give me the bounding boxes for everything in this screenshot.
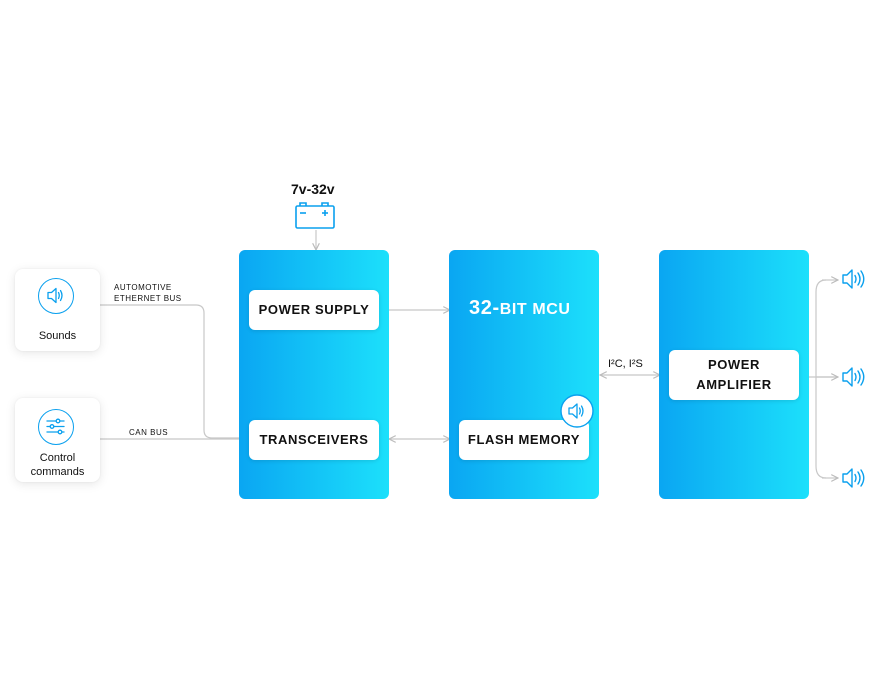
speaker-icon: [560, 394, 594, 428]
transceivers-label: TRANSCEIVERS: [259, 432, 369, 447]
mcu-block: 32-BIT MCU FLASH MEMORY: [449, 250, 599, 499]
speaker-icon: [842, 468, 865, 488]
speaker-icon: [842, 269, 865, 289]
voltage-label: 7v-32v: [291, 181, 335, 197]
ethernet-bus-wire: [100, 304, 248, 438]
mcu-title: 32-BIT MCU: [469, 297, 571, 320]
flash-memory-box: FLASH MEMORY: [459, 420, 589, 460]
control-label-line2: commands: [30, 466, 85, 478]
i2c-i2s-label: I²C, I²S: [608, 358, 643, 370]
power-transceiver-block: POWER SUPPLY TRANSCEIVERS: [239, 250, 389, 499]
ethernet-bus-label-line1: AUTOMOTIVE: [114, 283, 172, 292]
amplifier-label-line1: POWER: [707, 357, 761, 372]
power-supply-box: POWER SUPPLY: [249, 290, 379, 330]
amplifier-block: POWER AMPLIFIER: [659, 250, 809, 499]
can-bus-label: CAN BUS: [129, 428, 169, 437]
mcu-title-text: BIT MCU: [499, 301, 571, 318]
sliders-icon: [38, 409, 74, 445]
speaker-icon: [842, 367, 865, 387]
amplifier-label-line2: AMPLIFIER: [696, 377, 772, 392]
flash-memory-label: FLASH MEMORY: [467, 432, 581, 447]
sounds-label: Sounds: [38, 330, 77, 342]
transceivers-box: TRANSCEIVERS: [249, 420, 379, 460]
mcu-title-number: 32-: [469, 297, 500, 319]
ethernet-bus-label-line2: ETHERNET BUS: [114, 294, 182, 303]
power-supply-label: POWER SUPPLY: [258, 302, 370, 317]
control-commands-card: Control commands: [15, 398, 100, 482]
control-label-line1: Control: [39, 452, 76, 464]
amp-speakers-wire: [815, 279, 827, 479]
speaker-icon: [38, 278, 74, 314]
sounds-input-card: Sounds: [15, 269, 100, 351]
battery-icon: [295, 202, 335, 229]
power-amplifier-box: POWER AMPLIFIER: [669, 350, 799, 400]
